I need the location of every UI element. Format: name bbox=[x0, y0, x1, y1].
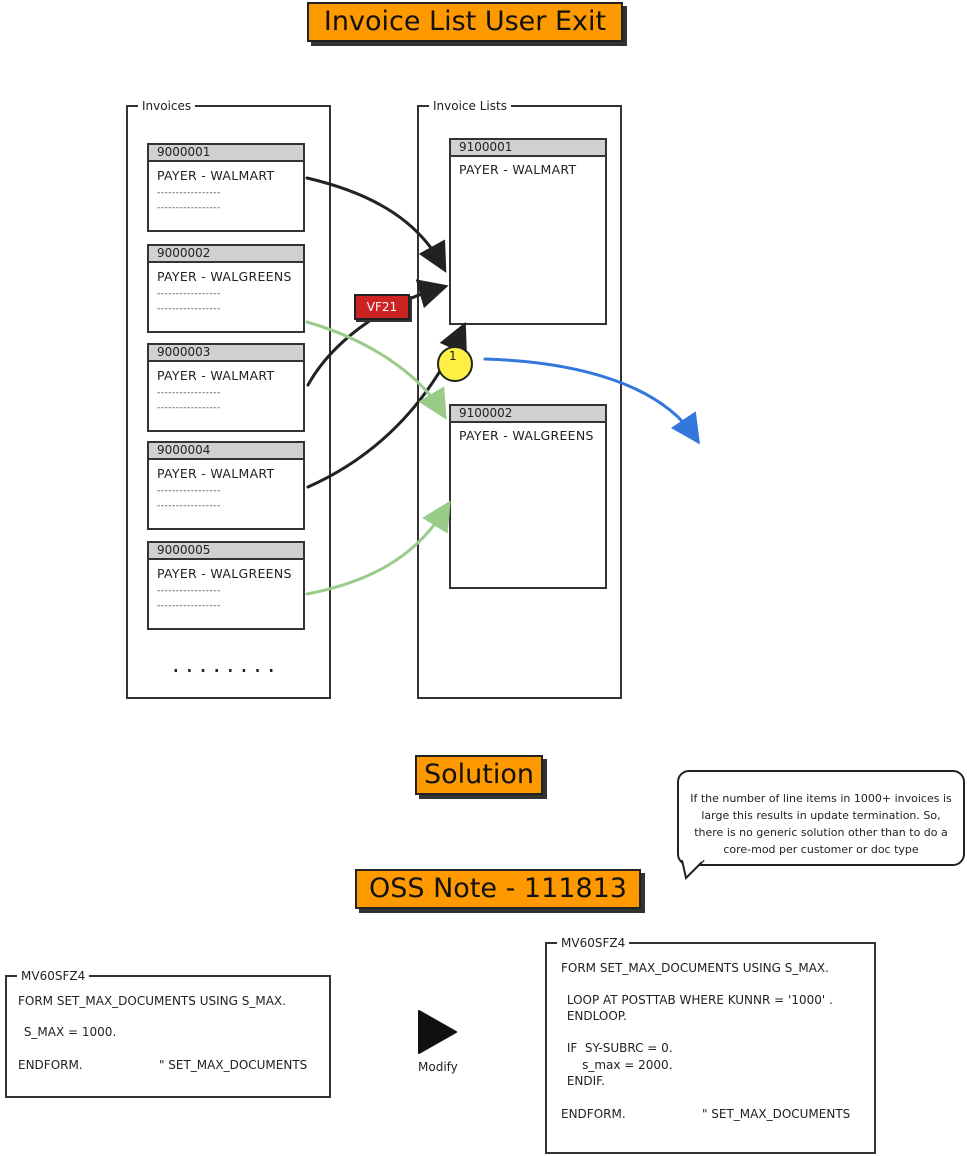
invoice-number: 9000003 bbox=[149, 345, 303, 362]
code-line: ENDLOOP. bbox=[563, 1009, 627, 1023]
invoice-card-3[interactable]: 9000003 PAYER - WALMART ----------------… bbox=[147, 343, 305, 432]
invoice-number: 9000001 bbox=[149, 145, 303, 162]
invoice-line: ----------------- bbox=[157, 388, 221, 398]
more-items-ellipsis: ........ bbox=[172, 650, 282, 678]
modified-code-label: MV60SFZ4 bbox=[557, 935, 630, 951]
code-line: FORM SET_MAX_DOCUMENTS USING S_MAX. bbox=[561, 961, 829, 975]
page-title: Invoice List User Exit bbox=[307, 2, 623, 42]
invoice-line: ----------------- bbox=[157, 501, 221, 511]
invoice-line: ----------------- bbox=[157, 486, 221, 496]
modify-play-icon bbox=[418, 1010, 457, 1054]
invoice-card-2[interactable]: 9000002 PAYER - WALGREENS --------------… bbox=[147, 244, 305, 333]
code-line: IF SY-SUBRC = 0. bbox=[563, 1041, 673, 1055]
invoice-card-5[interactable]: 9000005 PAYER - WALGREENS --------------… bbox=[147, 541, 305, 630]
code-line: FORM SET_MAX_DOCUMENTS USING S_MAX. bbox=[18, 994, 286, 1008]
invoice-line: ----------------- bbox=[157, 586, 221, 596]
invoice-payer: PAYER - WALMART bbox=[157, 168, 275, 183]
invoice-line: ----------------- bbox=[157, 203, 221, 213]
connector-arrows bbox=[305, 176, 701, 596]
invoice-line: ----------------- bbox=[157, 304, 221, 314]
invoice-list-card-2[interactable]: 9100002 PAYER - WALGREENS bbox=[449, 404, 607, 589]
modified-code-block: MV60SFZ4 FORM SET_MAX_DOCUMENTS USING S_… bbox=[545, 935, 876, 1154]
vf21-badge: VF21 bbox=[354, 294, 410, 320]
invoice-payer: PAYER - WALGREENS bbox=[157, 566, 292, 581]
invoice-list-card-1[interactable]: 9100001 PAYER - WALMART bbox=[449, 138, 607, 325]
invoice-payer: PAYER - WALGREENS bbox=[157, 269, 292, 284]
invoice-line: ----------------- bbox=[157, 403, 221, 413]
code-line: ENDFORM. " SET_MAX_DOCUMENTS bbox=[561, 1107, 851, 1121]
code-line: S_MAX = 1000. bbox=[20, 1025, 117, 1039]
invoice-line: ----------------- bbox=[157, 289, 221, 299]
original-code-block: MV60SFZ4 FORM SET_MAX_DOCUMENTS USING S_… bbox=[5, 968, 331, 1098]
note-bubble: If the number of line items in 1000+ inv… bbox=[677, 770, 965, 866]
arrow-invoice5-to-list2 bbox=[305, 500, 451, 596]
marker-number: 1 bbox=[449, 349, 457, 363]
invoice-number: 9000005 bbox=[149, 543, 303, 560]
code-line: ENDIF. bbox=[563, 1074, 605, 1088]
invoice-number: 9000002 bbox=[149, 246, 303, 263]
invoice-payer: PAYER - WALMART bbox=[157, 466, 275, 481]
arrow-invoice1-to-list1 bbox=[305, 176, 447, 273]
invoice-list-payer: PAYER - WALGREENS bbox=[459, 428, 594, 443]
code-line: LOOP AT POSTTAB WHERE KUNNR = '1000' . bbox=[563, 993, 833, 1007]
invoice-card-1[interactable]: 9000001 PAYER - WALMART ----------------… bbox=[147, 143, 305, 232]
bubble-tail-icon bbox=[681, 860, 705, 880]
invoice-list-payer: PAYER - WALMART bbox=[459, 162, 577, 177]
invoice-line: ----------------- bbox=[157, 188, 221, 198]
invoice-list-number: 9100001 bbox=[451, 140, 605, 157]
invoice-card-4[interactable]: 9000004 PAYER - WALMART ----------------… bbox=[147, 441, 305, 530]
code-line: s_max = 2000. bbox=[563, 1058, 673, 1072]
invoice-number: 9000004 bbox=[149, 443, 303, 460]
oss-note-title: OSS Note - 111813 bbox=[355, 869, 641, 909]
marker-circle-icon bbox=[437, 346, 473, 382]
invoices-panel: Invoices bbox=[126, 98, 331, 699]
modify-label: Modify bbox=[418, 1060, 458, 1074]
solution-title: Solution bbox=[415, 755, 543, 795]
arrow-invoice3-to-list1 bbox=[306, 279, 449, 387]
invoice-line: ----------------- bbox=[157, 601, 221, 611]
arrow-marker-out bbox=[483, 357, 701, 445]
arrow-invoice2-to-list2 bbox=[305, 320, 447, 420]
code-line: ENDFORM. " SET_MAX_DOCUMENTS bbox=[18, 1058, 308, 1072]
invoices-panel-label: Invoices bbox=[138, 98, 196, 114]
invoice-list-number: 9100002 bbox=[451, 406, 605, 423]
original-code-label: MV60SFZ4 bbox=[17, 968, 90, 984]
invoice-lists-panel-label: Invoice Lists bbox=[429, 98, 511, 114]
invoice-payer: PAYER - WALMART bbox=[157, 368, 275, 383]
